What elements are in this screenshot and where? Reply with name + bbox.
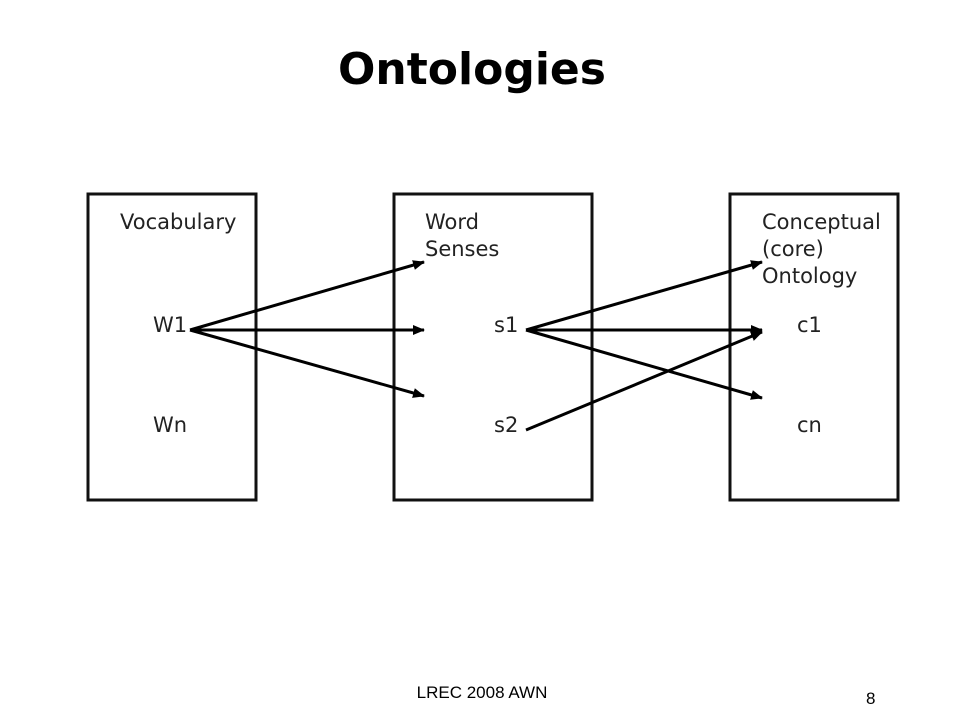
vocabulary-heading: Vocabulary [120, 210, 236, 234]
slide-title: Ontologies [338, 44, 606, 95]
arrow-w1-to-word-senses [189, 260, 425, 332]
vocabulary-item-wn: Wn [153, 413, 187, 437]
slide-number: 8 [866, 689, 876, 708]
ontology-item-c1: c1 [797, 313, 822, 337]
ontology-item-cn: cn [797, 413, 822, 437]
arrow-s1-to-cn [525, 328, 763, 400]
word-senses-item-s1: s1 [494, 313, 518, 337]
ontology-heading-line3: Ontology [762, 264, 857, 288]
word-senses-item-s2: s2 [494, 413, 518, 437]
word-senses-heading-line1: Word [425, 210, 479, 234]
arrow-s2-to-c1 [525, 330, 763, 432]
vocabulary-item-w1: W1 [153, 313, 187, 337]
ontology-heading-line1: Conceptual [762, 210, 881, 234]
arrow-w1-to-s2 [189, 328, 425, 398]
ontology-box [728, 192, 900, 502]
slide-footer: LREC 2008 AWN [416, 683, 548, 702]
word-senses-heading-line2: Senses [425, 237, 499, 261]
vocabulary-box [86, 192, 258, 502]
word-senses-box [392, 192, 594, 502]
arrow-s1-to-ontology [525, 260, 763, 332]
ontology-heading-line2: (core) [762, 237, 824, 261]
